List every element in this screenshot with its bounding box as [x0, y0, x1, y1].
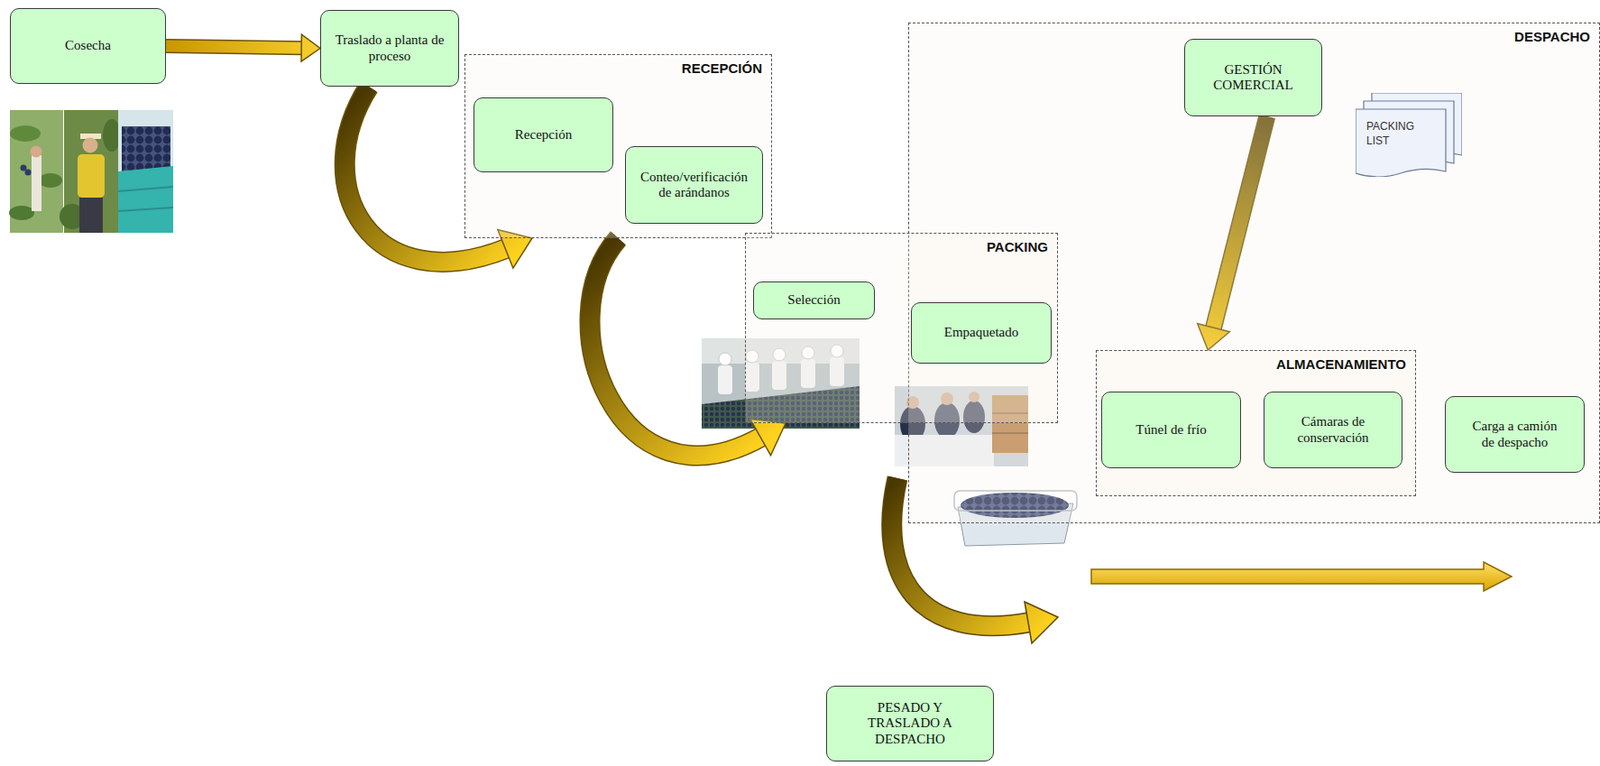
process-box: Empaquetado — [910, 302, 1052, 364]
document-label: PACKING LIST — [1366, 119, 1430, 148]
leaf — [38, 173, 63, 188]
box-label: Túnel de frío — [1135, 422, 1206, 438]
leaf — [9, 125, 41, 142]
crate-slat — [118, 207, 174, 212]
box-label: Cámaras de conservación — [1286, 413, 1381, 446]
arrow-band — [165, 45, 304, 48]
berry — [25, 169, 32, 176]
arrow-band — [589, 238, 763, 456]
box-label: Cosecha — [64, 37, 111, 54]
berry — [20, 165, 28, 172]
region-heading: RECEPCIÓN — [465, 55, 772, 76]
process-box: Túnel de frío — [1101, 391, 1242, 469]
box-label: GESTIÓN COMERCIAL — [1210, 62, 1297, 94]
worker — [717, 365, 733, 395]
process-box: Recepción — [473, 97, 614, 173]
region-heading: PACKING — [745, 233, 1058, 255]
flow-arrow — [165, 34, 321, 62]
document-icon: PACKING LIST — [1355, 92, 1463, 177]
photo-ground — [9, 110, 64, 233]
vest — [77, 154, 105, 198]
harvest-photos — [9, 110, 174, 233]
process-box: PESADO Y TRASLADO A DESPACHO — [826, 685, 994, 762]
process-box: Conteo/verificación de arándanos — [625, 146, 764, 224]
page-sheet — [1355, 109, 1446, 177]
stage-region: ALMACENAMIENTO Túnel de frío Cámaras de co… — [1095, 349, 1417, 497]
stage-region: PACKING SelecciónEmpaquetado — [744, 232, 1058, 423]
trousers — [79, 197, 103, 233]
long-arrow — [1091, 561, 1512, 591]
arrow-head — [750, 419, 786, 456]
process-box: GESTIÓN COMERCIAL — [1184, 38, 1323, 117]
box-label: Traslado a planta de proceso — [333, 32, 447, 65]
stage-region: RECEPCIÓN RecepciónConteo/verificación de… — [464, 54, 773, 239]
process-box: Cosecha — [9, 8, 166, 84]
sleeve — [31, 155, 42, 212]
worker-head — [718, 352, 732, 366]
arrow-outline — [165, 45, 304, 48]
crate-slat — [118, 186, 174, 192]
head — [82, 137, 99, 154]
arrow-outline — [589, 238, 763, 456]
arrow-head — [1024, 601, 1058, 644]
process-box: Selección — [753, 281, 875, 320]
box-label: Recepción — [514, 127, 572, 143]
crate — [118, 165, 174, 233]
process-box: Traslado a planta de proceso — [320, 9, 460, 87]
box-label: PESADO Y TRASLADO A DESPACHO — [858, 699, 963, 747]
box-label: Empaquetado — [944, 324, 1019, 341]
box-label: Carga a camión de despacho — [1465, 418, 1565, 451]
box-label: Selección — [787, 292, 840, 308]
process-box: Cámaras de conservación — [1263, 391, 1403, 469]
hand — [30, 146, 43, 158]
leaf — [9, 205, 35, 221]
process-box: Carga a camión de despacho — [1444, 395, 1585, 473]
arrow-head — [301, 34, 321, 62]
photo-ground — [118, 110, 174, 233]
region-heading: ALMACENAMIENTO — [1096, 350, 1416, 372]
box-label: Conteo/verificación de arándanos — [633, 169, 755, 202]
